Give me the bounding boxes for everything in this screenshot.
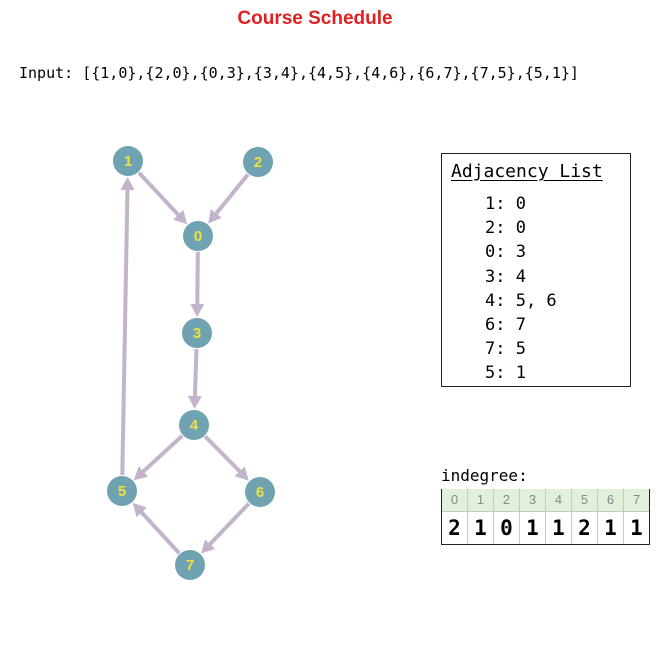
edge-4-to-6 <box>203 434 249 481</box>
edge-6-to-7 <box>201 502 251 554</box>
node-circle <box>243 147 273 177</box>
indegree-index-cell: 6 <box>597 489 624 511</box>
node-5: 5 <box>107 476 137 506</box>
indegree-value-cell: 1 <box>467 510 494 545</box>
indegree-index-cell: 3 <box>519 489 546 511</box>
edge-4-to-5 <box>133 434 184 481</box>
indegree-value-cell: 1 <box>623 510 650 545</box>
indegree-index-cell: 0 <box>441 489 468 511</box>
adjacency-row: 2: 0 <box>485 218 526 239</box>
adjacency-row: 3: 4 <box>485 266 526 287</box>
adjacency-row: 0: 3 <box>485 242 526 263</box>
input-text: Input: [{1,0},{2,0},{0,3},{3,4},{4,5},{4… <box>19 64 579 82</box>
adjacency-row: 7: 5 <box>485 339 526 360</box>
node-0: 0 <box>183 221 213 251</box>
arrowhead <box>187 395 202 410</box>
indegree-index-cell: 4 <box>545 489 572 511</box>
node-7: 7 <box>175 550 205 580</box>
node-3: 3 <box>182 318 212 348</box>
indegree-value-cell: 0 <box>493 510 520 545</box>
indegree-value-cell: 1 <box>597 510 624 545</box>
indegree-index-cell: 1 <box>467 489 494 511</box>
adjacency-list-panel: Adjacency List 1: 0 2: 0 0: 3 3: 4 4: 5,… <box>441 153 631 387</box>
adjacency-row: 4: 5, 6 <box>485 290 557 311</box>
arrowhead <box>173 210 188 225</box>
indegree-table: 0 1 2 3 4 5 6 7 2 1 0 1 1 2 1 1 <box>441 489 650 545</box>
indegree-index-cell: 2 <box>493 489 520 511</box>
node-1: 1 <box>113 146 143 176</box>
node-circle <box>175 550 205 580</box>
edge-line <box>138 509 181 555</box>
node-circle <box>183 221 213 251</box>
node-label: 2 <box>254 154 262 171</box>
indegree-index-cell: 5 <box>571 489 598 511</box>
adjacency-row: 5: 1 <box>485 363 526 384</box>
arrowhead <box>234 466 249 481</box>
node-circle <box>182 318 212 348</box>
node-label: 3 <box>193 325 201 342</box>
indegree-index-row: 0 1 2 3 4 5 6 7 <box>441 489 650 511</box>
edge-7-to-5 <box>132 502 181 555</box>
node-circle <box>245 477 275 507</box>
adjacency-row: 1: 0 <box>485 194 526 214</box>
arrowhead <box>201 539 216 554</box>
node-circle <box>107 476 137 506</box>
indegree-value-cell: 1 <box>519 510 546 545</box>
node-4: 4 <box>179 410 209 440</box>
edge-line <box>140 434 184 475</box>
edge-0-to-3 <box>190 251 205 318</box>
node-2: 2 <box>243 147 273 177</box>
edge-line <box>192 348 199 399</box>
node-label: 7 <box>186 557 194 574</box>
adjacency-list-title: Adjacency List <box>451 161 603 182</box>
adjacency-row: 6: 7 <box>485 315 526 336</box>
indegree-value-cell: 2 <box>441 510 468 545</box>
adjacency-list: 1: 0 2: 0 0: 3 3: 4 4: 5, 6 6: 7 7: 5 5:… <box>485 192 557 386</box>
node-label: 1 <box>124 153 132 170</box>
edge-5-to-1 <box>120 176 135 476</box>
arrowhead <box>133 466 149 481</box>
edge-line <box>195 251 200 307</box>
page-title: Course Schedule <box>237 8 393 29</box>
node-label: 4 <box>190 417 199 434</box>
node-label: 6 <box>256 484 264 501</box>
edge-2-to-0 <box>208 173 250 224</box>
arrowhead <box>208 209 222 224</box>
edge-line <box>207 502 251 547</box>
indegree-label: indegree: <box>441 466 528 485</box>
arrowhead <box>190 303 205 318</box>
indegree-value-cell: 1 <box>545 510 572 545</box>
node-circle <box>113 146 143 176</box>
indegree-value-row: 2 1 0 1 1 2 1 1 <box>441 510 650 545</box>
arrowhead <box>120 176 135 191</box>
indegree-value-cell: 2 <box>571 510 598 545</box>
node-label: 0 <box>194 228 202 245</box>
edge-line <box>213 173 250 217</box>
edge-line <box>120 187 130 476</box>
node-circle <box>179 410 209 440</box>
edge-1-to-0 <box>137 171 188 225</box>
edge-line <box>137 171 182 218</box>
edge-3-to-4 <box>187 348 202 410</box>
edge-line <box>203 434 243 475</box>
node-6: 6 <box>245 477 275 507</box>
indegree-index-cell: 7 <box>623 489 650 511</box>
node-label: 5 <box>118 483 126 500</box>
arrowhead <box>132 502 147 518</box>
